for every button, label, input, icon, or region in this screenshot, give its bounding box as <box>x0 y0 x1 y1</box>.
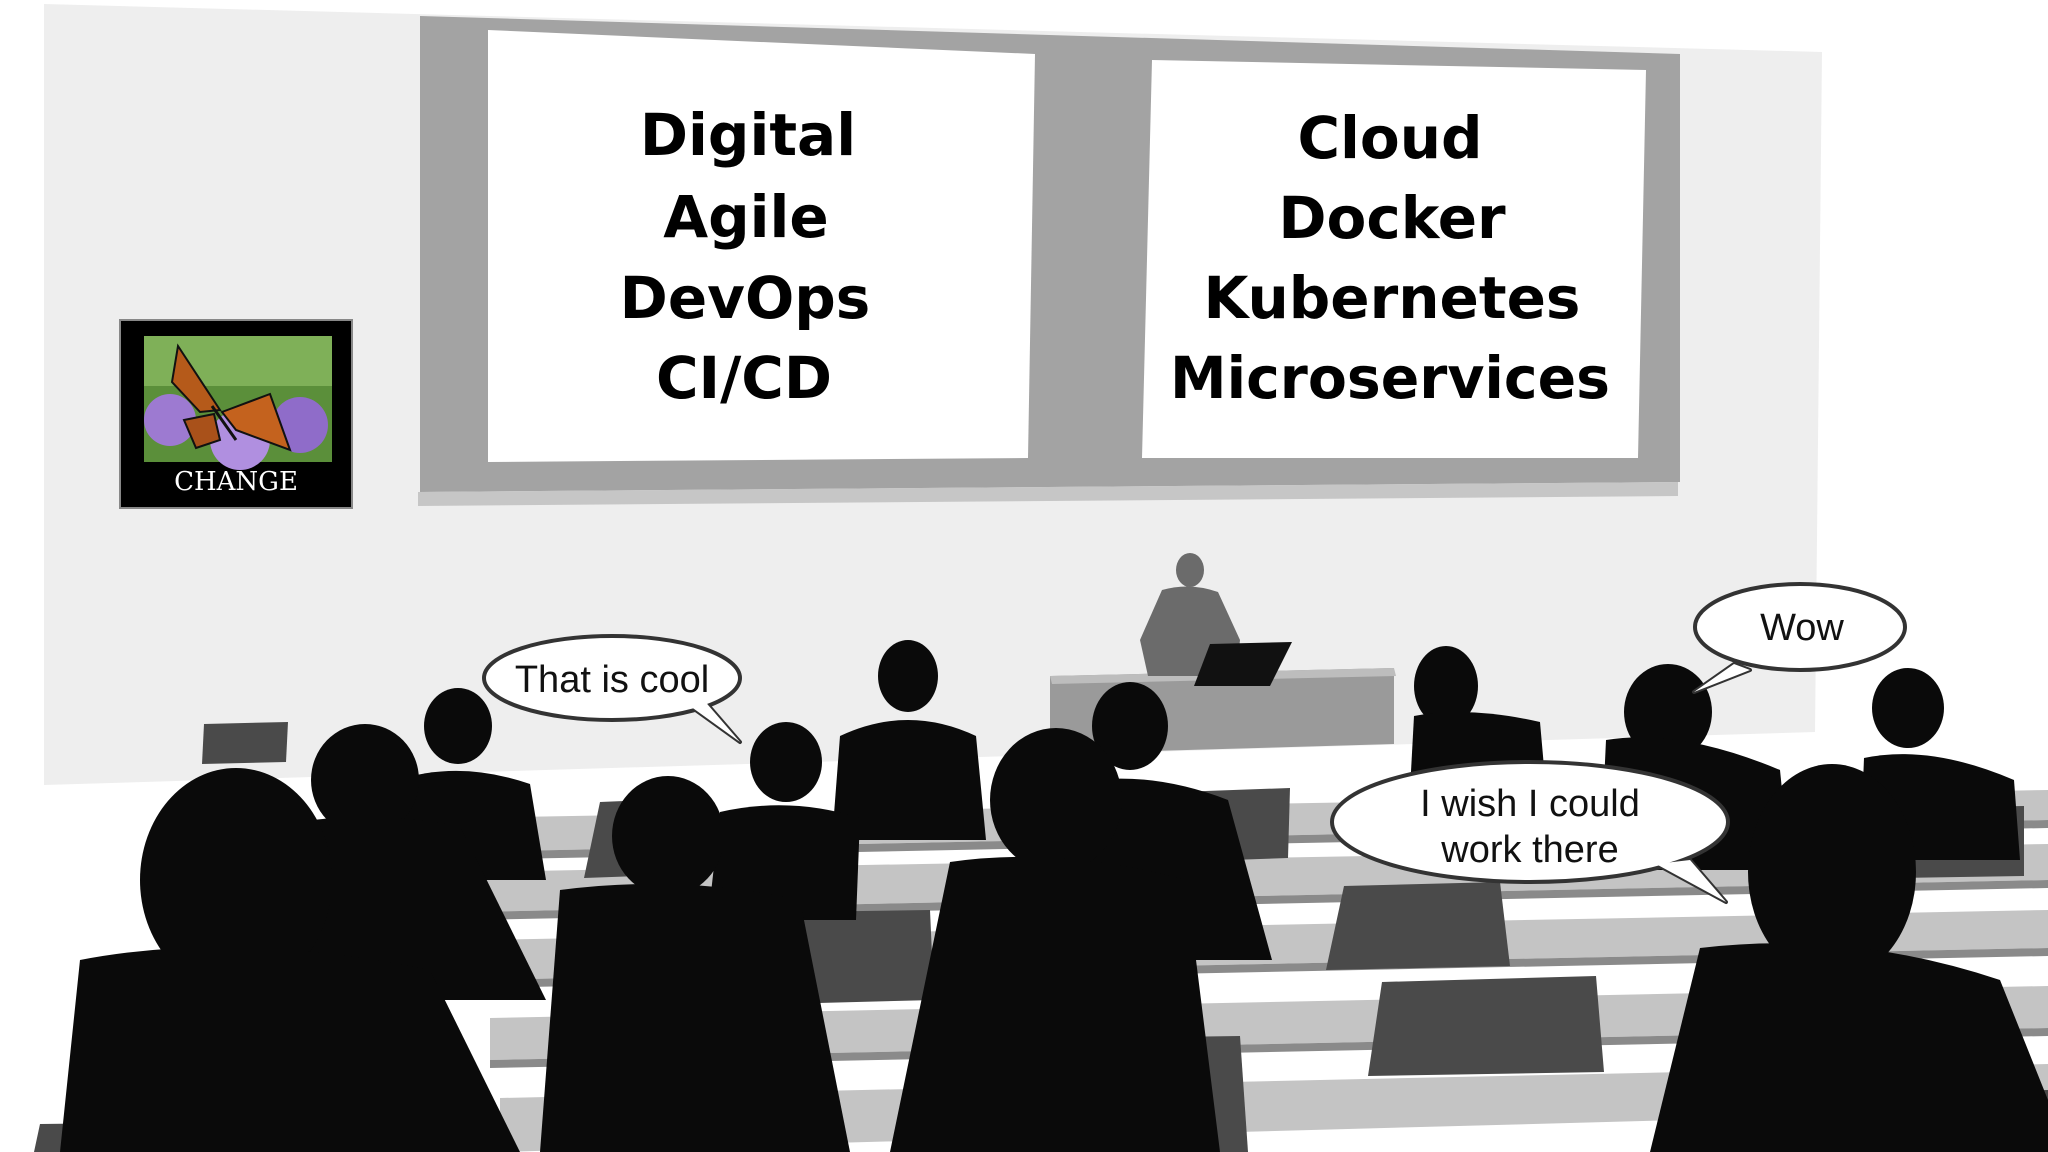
audience-member <box>890 728 1220 1152</box>
audience-member <box>288 724 546 1000</box>
audience-silhouettes <box>60 640 2048 1152</box>
right-screen-line-2: Docker <box>1278 184 1506 252</box>
left-screen <box>488 30 1035 462</box>
audience-member <box>60 768 520 1152</box>
speech-bubble-wish: I wish I could work there <box>1330 760 1730 904</box>
change-poster: CHANGE <box>119 319 353 509</box>
audience-member <box>832 640 986 840</box>
left-screen-line-1: Digital <box>640 101 856 169</box>
speech-bubble-cool-text: That is cool <box>515 659 709 701</box>
left-screen-line-4: CI/CD <box>656 344 832 412</box>
right-screen <box>1142 60 1646 458</box>
poster-caption: CHANGE <box>174 467 298 497</box>
right-screen-line-1: Cloud <box>1297 104 1482 172</box>
left-screen-line-2: Agile <box>663 183 829 251</box>
projection-screen <box>418 16 1680 506</box>
audience-member <box>1650 764 2048 1152</box>
butterfly-icon <box>170 343 292 452</box>
speech-bubble-wow: Wow <box>1692 582 1907 694</box>
speech-bubble-cool: That is cool <box>482 634 742 744</box>
audience-member <box>540 776 850 1152</box>
right-screen-line-3: Kubernetes <box>1204 264 1581 332</box>
right-screen-line-4: Microservices <box>1170 344 1610 412</box>
left-screen-line-3: DevOps <box>620 264 871 332</box>
speech-bubble-wow-text: Wow <box>1760 607 1844 649</box>
speech-bubble-wish-line-1: I wish I could <box>1420 783 1640 825</box>
speech-bubble-wish-line-2: work there <box>1440 829 1618 871</box>
laptop-icon <box>1194 642 1292 686</box>
